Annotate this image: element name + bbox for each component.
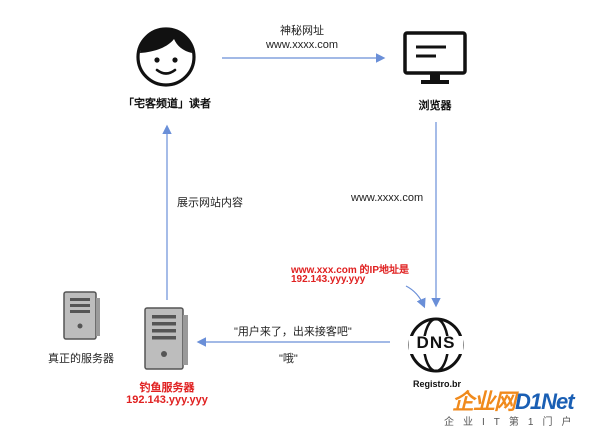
phishing-server-ip: 192.143.yyy.yyy [126,394,208,406]
monitor-icon [403,31,467,84]
watermark-tagline: 企业IT第1门户 [444,417,581,428]
phishing-server-icon [144,307,188,370]
watermark-brand-cn: 企业网 [452,389,516,414]
edge-label-url-1: www.xxxx.com [265,39,339,51]
dns-logo-text: DNS [416,333,456,352]
browser-label: 浏览器 [418,100,452,112]
real-server-icon [63,291,100,340]
edge-label-oh: "哦" [279,353,298,365]
dns-answer-ip: 192.143.yyy.yyy [291,274,366,285]
reader-label: 「宅客频道」读者 [123,98,211,110]
reader-face-icon [136,27,196,87]
watermark-logo: 企业网D1Net 企业IT第1门户 [444,384,598,428]
phishing-server-label: 钓鱼服务器 [139,382,195,394]
dns-answer-line1: www.xxx.com 的IP地址是 [291,265,409,276]
real-server-label: 真正的服务器 [48,353,114,365]
dns-globe-icon [408,317,464,373]
edge-label-user-arrived: "用户来了，出来接客吧" [234,326,352,338]
edge-label-mystery-url: 神秘网址 [280,25,324,37]
arrow-dns-answer-curve [405,285,426,309]
edge-label-show-content: 展示网站内容 [177,197,243,209]
watermark-brand-en: D1Net [515,389,575,414]
dns-label: Registro.br [412,379,461,389]
edge-label-url-2: www.xxxx.com [351,192,424,204]
